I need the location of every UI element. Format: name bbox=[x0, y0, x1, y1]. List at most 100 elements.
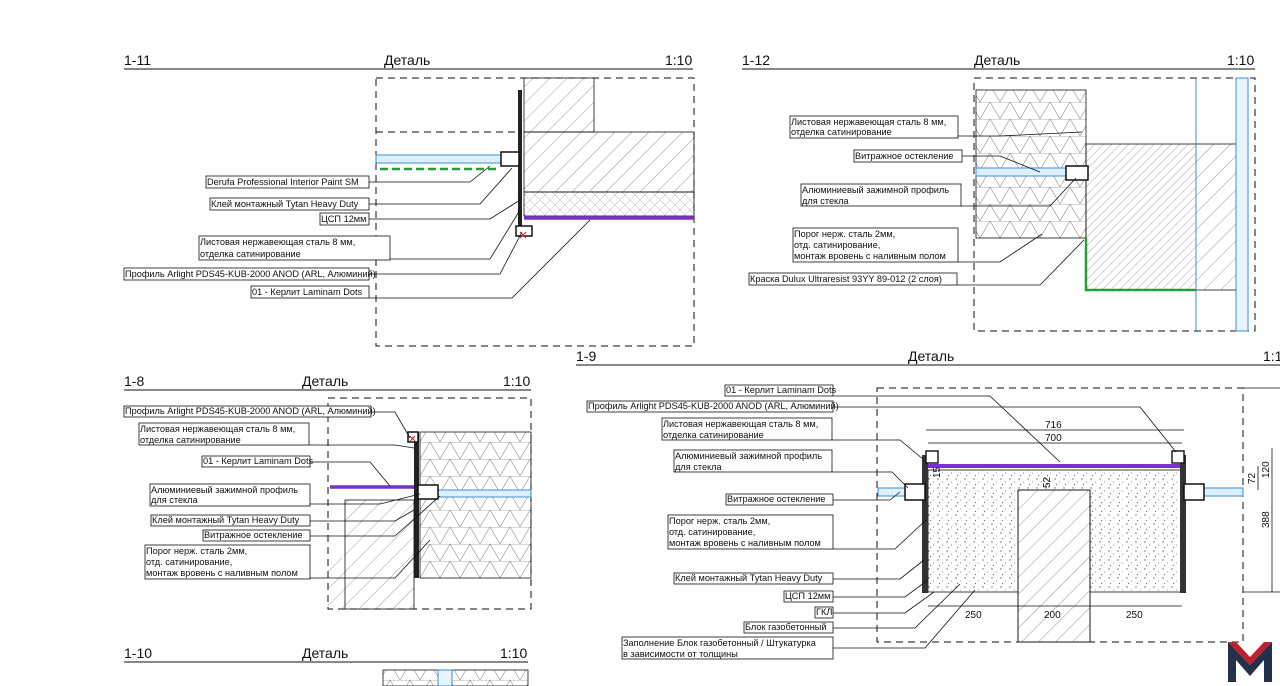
label-profile: Профиль Arlight PDS45-KUB-2000 ANOD (ARL… bbox=[125, 406, 376, 416]
label-glue: Клей монтажный Tytan Heavy Duty bbox=[211, 199, 359, 209]
steel-plate bbox=[1180, 455, 1186, 593]
label-threshold-3: монтаж вровень с наливным полом bbox=[146, 568, 298, 578]
wall-block bbox=[523, 77, 595, 133]
label-threshold-1: Порог нерж. сталь 2мм, bbox=[669, 516, 770, 526]
dim-72: 72 bbox=[1247, 472, 1258, 484]
dim-250-left: 250 bbox=[965, 610, 982, 621]
detail-kind: Деталь bbox=[302, 645, 348, 661]
detail-1-8: 1-8 Деталь 1:10 Профиль Arlight PDS45-KU… bbox=[123, 373, 532, 610]
label-profile: Профиль Arlight PDS45-KUB-2000 ANOD (ARL… bbox=[125, 269, 376, 279]
paint-line bbox=[1084, 238, 1196, 292]
insulation-layer bbox=[523, 191, 695, 217]
detail-id: 1-11 bbox=[124, 52, 151, 68]
label-threshold-3: монтаж вровень с наливным полом bbox=[669, 538, 821, 548]
label-profile: Профиль Arlight PDS45-KUB-2000 ANOD (ARL… bbox=[588, 401, 839, 411]
arlight-profile bbox=[1171, 450, 1185, 464]
glass-pane bbox=[375, 154, 502, 164]
glass-pane bbox=[975, 167, 1069, 177]
label-threshold-1: Порог нерж. сталь 2мм, bbox=[794, 229, 895, 239]
label-gkl: ГКЛ bbox=[816, 607, 832, 617]
detail-id: 1-10 bbox=[124, 645, 152, 661]
detail-kind: Деталь bbox=[302, 373, 348, 389]
floor-block bbox=[344, 499, 415, 610]
label-kerlit: 01 - Керлит Laminam Dots bbox=[726, 385, 837, 395]
detail-id: 1-9 bbox=[576, 348, 596, 364]
clamp-profile bbox=[500, 151, 520, 167]
detail-id: 1-12 bbox=[742, 52, 770, 68]
label-glue: Клей монтажный Tytan Heavy Duty bbox=[152, 515, 300, 525]
marker-icon bbox=[409, 435, 416, 442]
steel-plate bbox=[922, 455, 928, 593]
tile-block bbox=[419, 431, 532, 579]
detail-1-10: 1-10 Деталь 1:10 bbox=[124, 645, 529, 686]
dim-716: 716 bbox=[1045, 420, 1062, 431]
detail-1-12: 1-12 Деталь 1:10 Листовая нержавеющая ст… bbox=[742, 52, 1256, 332]
clamp-profile bbox=[417, 484, 439, 500]
dim-388: 388 bbox=[1261, 511, 1272, 528]
marker-icon bbox=[519, 231, 527, 239]
label-steel-2: отделка сатинирование bbox=[140, 435, 241, 445]
label-glazing: Витражное остекление bbox=[727, 494, 826, 504]
steel-plate bbox=[414, 432, 419, 578]
arlight-profile bbox=[407, 431, 419, 443]
detail-id: 1-8 bbox=[124, 373, 144, 389]
label-clamp-2: для стекла bbox=[802, 196, 850, 206]
detail-scale: 1:10 bbox=[1227, 52, 1254, 68]
detail-kind: Деталь bbox=[384, 52, 430, 68]
label-threshold-1: Порог нерж. сталь 2мм, bbox=[146, 546, 247, 556]
label-paint: Derufa Professional Interior Paint SM bbox=[207, 177, 359, 187]
clamp-profile bbox=[1183, 483, 1205, 501]
detail-kind: Деталь bbox=[908, 348, 954, 364]
label-fill-1: Заполнение Блок газобетонный / Штукатурк… bbox=[623, 638, 817, 648]
label-threshold-2: отд. сатинирование, bbox=[794, 240, 880, 250]
tile-block bbox=[382, 669, 529, 686]
detail-1-11: 1-11 Деталь 1:10 Derufa Professional Int… bbox=[123, 52, 695, 347]
label-kerlit: 01 - Керлит Laminam Dots bbox=[252, 287, 363, 297]
label-tsp: ЦСП 12мм bbox=[785, 591, 830, 601]
dim-120: 120 bbox=[1261, 461, 1272, 478]
m-logo-icon bbox=[1228, 642, 1272, 682]
detail-scale: 1:10 bbox=[503, 373, 530, 389]
detail-kind: Деталь bbox=[974, 52, 1020, 68]
wall-block bbox=[523, 131, 695, 193]
detail-scale: 1:1 bbox=[1263, 348, 1280, 364]
label-steel-1: Листовая нержавеющая сталь 8 мм, bbox=[200, 237, 355, 247]
label-threshold-2: отд. сатинирование, bbox=[669, 527, 755, 537]
tile-block bbox=[975, 89, 1087, 239]
label-kerlit: 01 - Керлит Laminam Dots bbox=[203, 456, 314, 466]
core-block bbox=[1017, 489, 1091, 643]
clamp-profile bbox=[1065, 165, 1089, 181]
dim-52: 52 bbox=[1042, 476, 1053, 488]
dim-250-right: 250 bbox=[1126, 610, 1143, 621]
label-glazing: Витражное остекление bbox=[204, 530, 303, 540]
label-fill-2: в зависимости от толщины bbox=[623, 649, 738, 659]
steel-plate bbox=[518, 90, 522, 235]
detail-scale: 1:10 bbox=[500, 645, 527, 661]
dim-15: 15 bbox=[932, 466, 943, 478]
label-steel-1: Листовая нержавеющая сталь 8 мм, bbox=[140, 424, 295, 434]
dim-200: 200 bbox=[1044, 610, 1061, 621]
label-clamp-2: для стекла bbox=[675, 462, 723, 472]
detail-1-9: 1-9 Деталь 1:1 716 700 15 52 72 120 388 … bbox=[576, 348, 1280, 660]
label-clamp-1: Алюминиевый зажимной профиль bbox=[802, 185, 949, 195]
dim-700: 700 bbox=[1045, 433, 1062, 444]
label-threshold-3: монтаж вровень с наливным полом bbox=[794, 251, 946, 261]
arlight-profile bbox=[925, 450, 939, 464]
label-steel-2: отделка сатинирование bbox=[791, 127, 892, 137]
label-glazing: Витражное остекление bbox=[855, 151, 954, 161]
label-steel-1: Листовая нержавеющая сталь 8 мм, bbox=[791, 117, 946, 127]
clamp-profile bbox=[904, 483, 926, 501]
label-dulux: Краска Dulux Ultraresist 93YY 89-012 (2 … bbox=[750, 274, 942, 284]
label-steel-1: Листовая нержавеющая сталь 8 мм, bbox=[663, 419, 818, 429]
glass-pane bbox=[437, 669, 453, 686]
label-tsp: ЦСП 12мм bbox=[321, 214, 366, 224]
label-clamp-1: Алюминиевый зажимной профиль bbox=[675, 451, 822, 461]
detail-scale: 1:10 bbox=[665, 52, 692, 68]
label-glue: Клей монтажный Tytan Heavy Duty bbox=[675, 573, 823, 583]
label-clamp-2: для стекла bbox=[151, 495, 199, 505]
label-steel-2: отделка сатинирование bbox=[663, 430, 764, 440]
label-steel-2: отделка сатинирование bbox=[200, 249, 301, 259]
label-clamp-1: Алюминиевый зажимной профиль bbox=[151, 485, 298, 495]
label-gasblock: Блок газобетонный bbox=[745, 622, 827, 632]
